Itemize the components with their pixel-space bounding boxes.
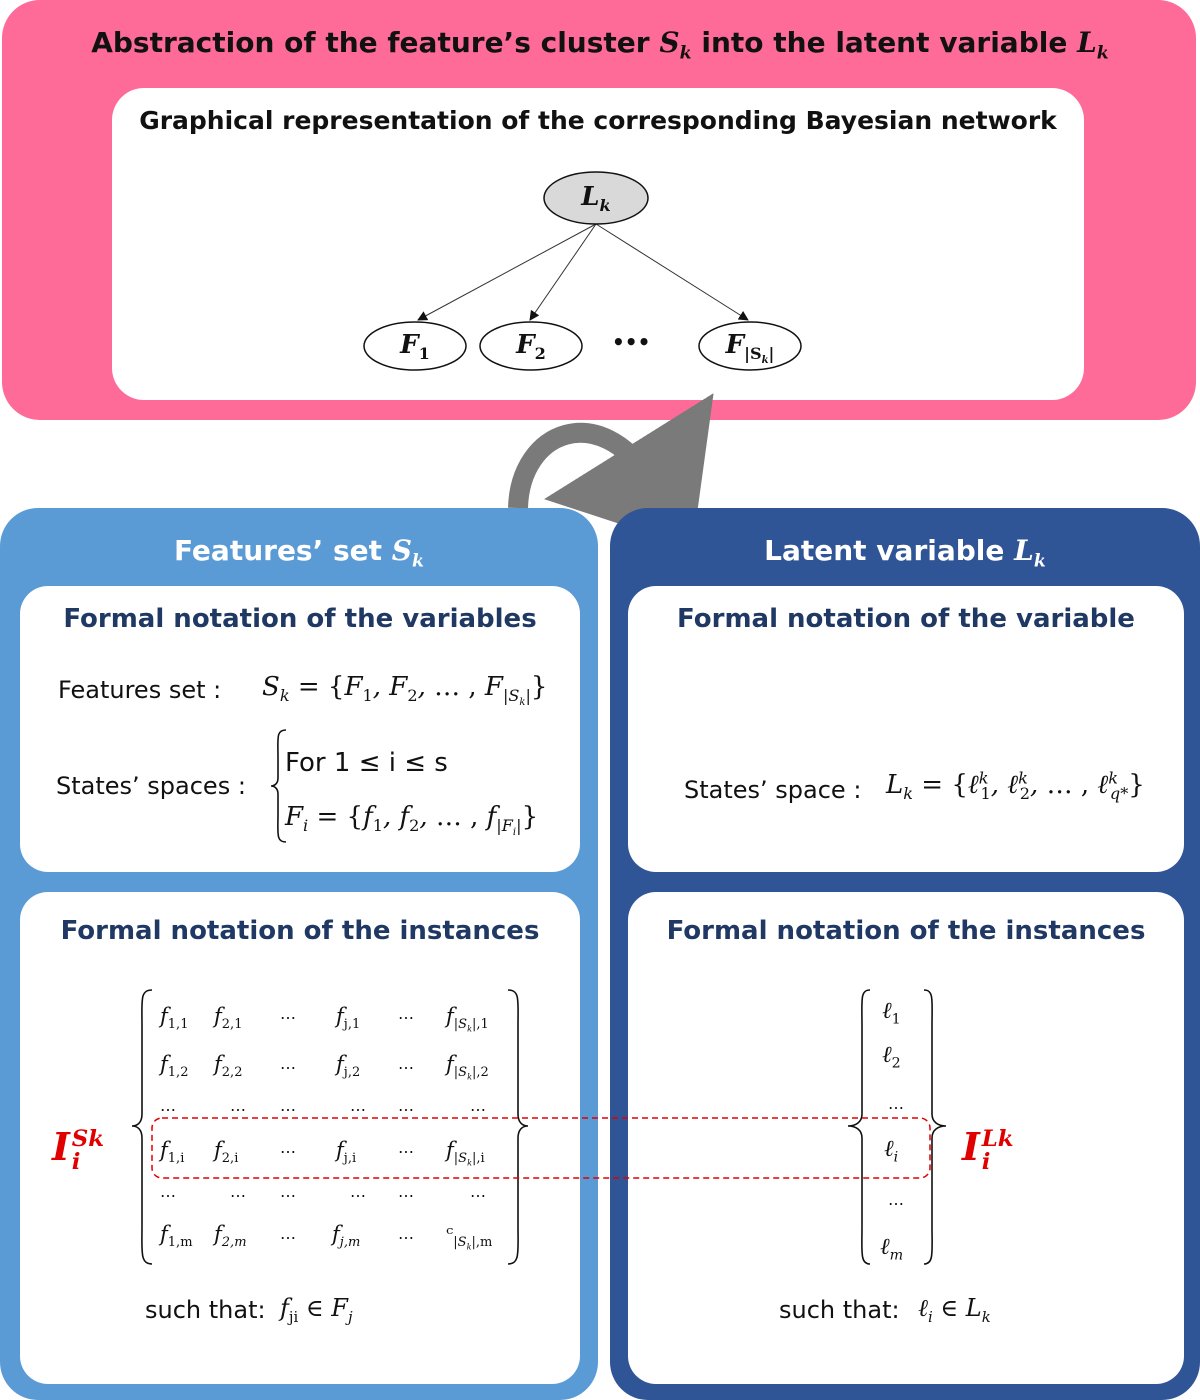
- matrix-ellipsis: …: [398, 1054, 414, 1073]
- matrix-cell: fj,m: [332, 1222, 361, 1251]
- node-latent: [543, 171, 649, 225]
- matrix-ellipsis: …: [398, 1224, 414, 1243]
- matrix-ellipsis: …: [398, 1096, 414, 1115]
- node-ellipsis: •••: [612, 330, 651, 354]
- variable-notation-title: Formal notation of the variable: [677, 604, 1135, 634]
- states-space-equation: Fi = {f1, f2, … , f|Fi|}: [285, 802, 539, 839]
- matrix-ellipsis: …: [280, 1096, 296, 1115]
- matrix-ellipsis: …: [230, 1182, 246, 1201]
- matrix-ellipsis: …: [398, 1182, 414, 1201]
- matrix-ellipsis: …: [280, 1138, 296, 1157]
- vector-ellipsis: …: [888, 1190, 904, 1209]
- matrix-ellipsis: …: [160, 1182, 176, 1201]
- features-set-title: Features’ set Sk: [173, 534, 425, 572]
- vector-cell: ℓ1: [882, 998, 901, 1028]
- matrix-ellipsis: …: [280, 1182, 296, 1201]
- latent-states-equation: Lk = {ℓk1, ℓk2, … , ℓkq*}: [886, 768, 1145, 804]
- matrix-ellipsis: …: [398, 1138, 414, 1157]
- matrix-ellipsis: …: [280, 1004, 296, 1023]
- latent-variable-title: Latent variable Lk: [764, 534, 1046, 572]
- node-f2-label: F2: [516, 330, 546, 364]
- instances-notation-title-right: Formal notation of the instances: [666, 916, 1146, 946]
- such-that-label-right: such that:: [779, 1296, 900, 1324]
- matrix-ellipsis: …: [160, 1096, 176, 1115]
- vector-ellipsis: …: [888, 1094, 904, 1113]
- edge-lk-fsk: [595, 223, 749, 321]
- features-set-equation: Sk = {F1, F2, … , F|Sk|}: [262, 672, 548, 709]
- matrix-ellipsis: …: [230, 1096, 246, 1115]
- states-spaces-label: States’ spaces :: [56, 772, 246, 800]
- matrix-cell: f1,1: [160, 1004, 189, 1033]
- abstraction-title: Abstraction of the feature’s cluster Sk …: [91, 26, 1109, 64]
- edge-lk-f2: [529, 223, 597, 321]
- right-vector-braces: [847, 989, 947, 1265]
- states-for-condition: For 1 ≤ i ≤ s: [285, 748, 448, 778]
- matrix-ellipsis: …: [280, 1054, 296, 1073]
- matrix-ellipsis: …: [470, 1182, 486, 1201]
- such-that-expression-left: fji ∈ Fj: [280, 1294, 353, 1326]
- matrix-cell: f|Sk|,i: [446, 1138, 485, 1168]
- matrix-cell: f2,m: [214, 1222, 247, 1251]
- matrix-ellipsis: …: [350, 1182, 366, 1201]
- node-latent-label: Lk: [581, 182, 611, 216]
- states-space-label: States’ space :: [684, 776, 862, 804]
- node-f1: [363, 321, 467, 371]
- left-brace: [270, 729, 287, 843]
- node-fsk-label: F|Sk|: [725, 330, 775, 367]
- such-that-expression-right: ℓi ∈ Lk: [918, 1294, 991, 1326]
- matrix-ellipsis: …: [398, 1004, 414, 1023]
- node-f1-label: F1: [400, 330, 430, 364]
- matrix-ellipsis: …: [280, 1224, 296, 1243]
- node-fsk: [698, 321, 802, 371]
- matrix-cell: f2,1: [214, 1004, 243, 1033]
- matrix-ellipsis: …: [350, 1096, 366, 1115]
- matrix-cell: f2,2: [214, 1052, 243, 1081]
- matrix-cell: fj,2: [336, 1052, 361, 1081]
- matrix-cell: fj,1: [336, 1004, 361, 1033]
- variable-notation-card: [628, 586, 1184, 872]
- vector-cell: ℓ2: [882, 1042, 901, 1072]
- matrix-cell: f|Sk|,2: [446, 1052, 489, 1082]
- matrix-cell: f1,2: [160, 1052, 189, 1081]
- edge-lk-f1: [417, 223, 597, 321]
- matrix-ellipsis: …: [470, 1096, 486, 1115]
- matrix-cell: f1,m: [160, 1222, 193, 1251]
- matrix-cell: fj,i: [336, 1138, 357, 1167]
- vector-cell: ℓm: [880, 1234, 904, 1264]
- matrix-cell: ᶜ|Sk|,m: [446, 1222, 493, 1252]
- variables-notation-card: [20, 586, 580, 872]
- features-set-label: Features set :: [58, 676, 222, 704]
- bayesian-network-card: [112, 88, 1084, 400]
- matrix-cell: f1,i: [160, 1138, 185, 1167]
- bayesian-network-title: Graphical representation of the correspo…: [139, 106, 1057, 135]
- node-f2: [479, 321, 583, 371]
- matrix-cell: f|Sk|,1: [446, 1004, 489, 1034]
- vector-cell: ℓi: [884, 1136, 899, 1166]
- instances-notation-title-left: Formal notation of the instances: [60, 916, 540, 946]
- transfer-arrow: [508, 393, 714, 548]
- matrix-cell: f2,i: [214, 1138, 239, 1167]
- such-that-label-left: such that:: [145, 1296, 266, 1324]
- variables-notation-title: Formal notation of the variables: [63, 604, 537, 634]
